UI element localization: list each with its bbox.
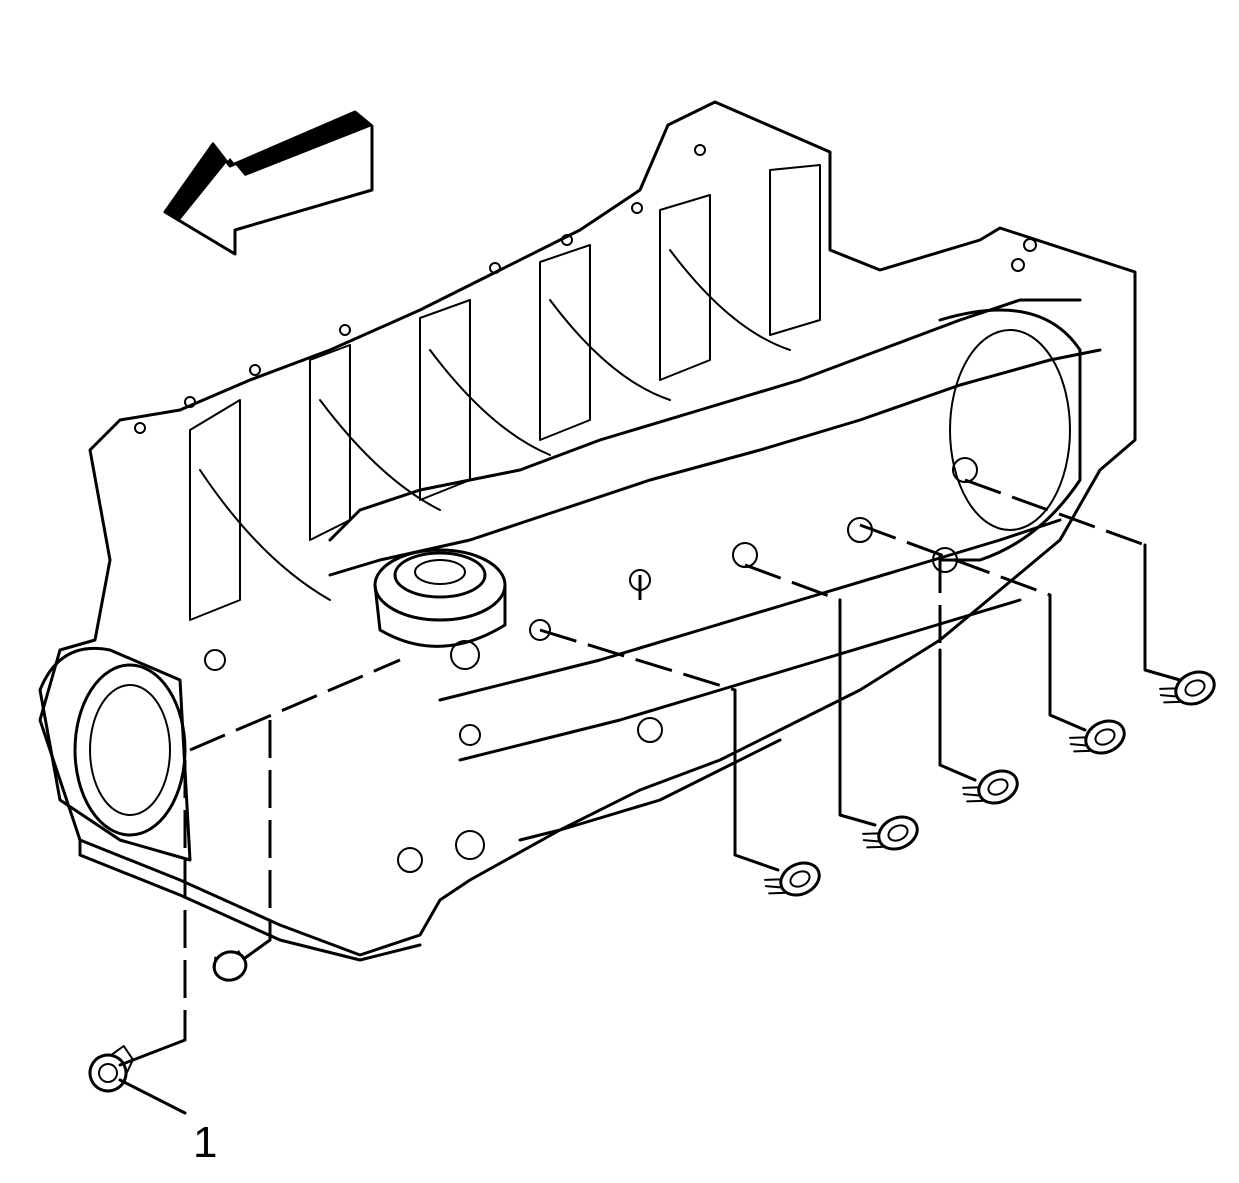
plug-icon — [862, 815, 919, 851]
engine-block — [38, 100, 1137, 962]
alignment-lines — [183, 478, 1146, 1040]
callout-1-label: 1 — [193, 1118, 217, 1167]
gallery-plugs — [88, 670, 1216, 1093]
plug-icon — [962, 769, 1019, 805]
plug-icon — [764, 861, 821, 897]
leader-lines — [118, 543, 1182, 1115]
front-direction-arrow — [163, 110, 374, 256]
cup-plug-icon — [212, 950, 248, 982]
plug-icon — [1069, 719, 1126, 755]
plug-icon — [1159, 670, 1216, 706]
plug-icon — [88, 1044, 134, 1093]
